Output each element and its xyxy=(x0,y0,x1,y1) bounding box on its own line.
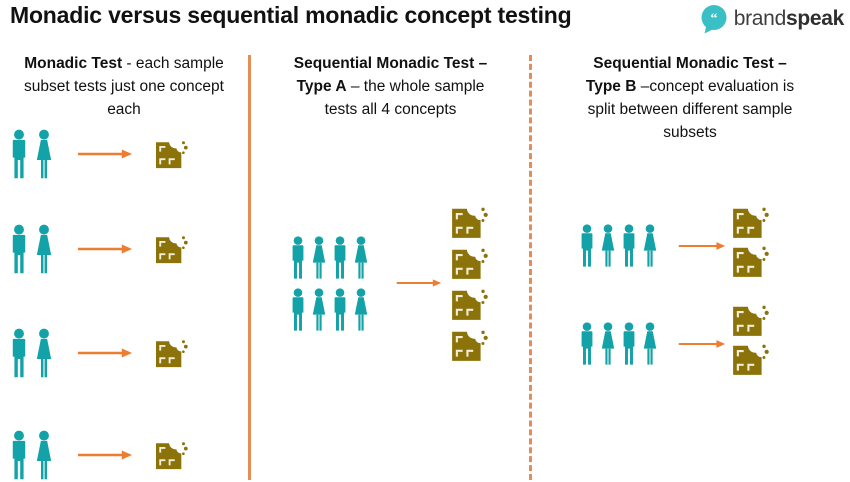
whole-sample-group xyxy=(288,236,371,331)
heading-bold: Sequential Monadic Test – Type A xyxy=(293,55,488,95)
concept-stack xyxy=(731,303,769,376)
chocolate-bar-bitten-icon xyxy=(451,288,488,321)
subset-group-1 xyxy=(577,224,660,267)
heading-rest: - each sample subset tests just one conc… xyxy=(24,55,224,118)
man-icon xyxy=(581,322,593,365)
woman-icon xyxy=(36,224,52,273)
man-icon xyxy=(12,328,26,377)
monadic-row-2 xyxy=(8,221,188,276)
arrow-right-icon xyxy=(76,242,133,255)
arrow-right-icon xyxy=(678,241,726,251)
quote-glyph: “ xyxy=(710,12,717,27)
heading-bold: Monadic Test xyxy=(24,55,123,72)
brandspeak-logo: “ brandspeak xyxy=(699,4,844,34)
woman-icon xyxy=(312,288,326,331)
man-icon xyxy=(292,236,304,279)
column-heading-sequential-type-a: Sequential Monadic Test – Type A – the w… xyxy=(253,52,528,121)
monadic-row-1 xyxy=(8,126,188,181)
arrow-right-icon xyxy=(678,339,726,349)
chocolate-bar-bitten-icon xyxy=(451,247,488,280)
man-icon xyxy=(334,288,346,331)
arrow-right-icon xyxy=(396,278,442,288)
monadic-row-3 xyxy=(8,325,188,380)
chocolate-bar-bitten-icon xyxy=(732,206,769,239)
arrow-right-icon xyxy=(76,147,133,160)
woman-icon xyxy=(312,236,326,279)
chocolate-bar-bitten-icon xyxy=(155,440,188,470)
woman-icon xyxy=(36,430,52,479)
chocolate-bar-bitten-icon xyxy=(451,329,488,362)
woman-icon xyxy=(601,322,615,365)
chocolate-bar-bitten-icon xyxy=(155,139,188,169)
arrow-right-icon xyxy=(76,448,133,461)
man-icon xyxy=(12,129,26,178)
quote-speech-bubble-icon: “ xyxy=(701,5,727,34)
man-icon xyxy=(12,430,26,479)
divider-solid xyxy=(248,55,251,480)
woman-icon xyxy=(643,322,657,365)
woman-icon xyxy=(643,224,657,267)
logo-brand-text: brand xyxy=(733,7,787,30)
logo-speak-text: speak xyxy=(785,7,844,30)
woman-icon xyxy=(36,129,52,178)
logo-wordmark: brandspeak xyxy=(733,7,845,31)
man-icon xyxy=(623,322,635,365)
concept-stack xyxy=(450,205,488,362)
people-row xyxy=(288,236,371,279)
concept-stack xyxy=(731,205,769,278)
page-title: Monadic versus sequential monadic concep… xyxy=(10,2,572,28)
heading-rest: –concept evaluation is split between dif… xyxy=(587,78,795,141)
woman-icon xyxy=(354,236,368,279)
woman-icon xyxy=(354,288,368,331)
people-row xyxy=(288,288,371,331)
arrow-right-icon xyxy=(76,346,133,359)
woman-icon xyxy=(601,224,615,267)
man-icon xyxy=(292,288,304,331)
monadic-row-4 xyxy=(8,427,188,482)
chocolate-bar-bitten-icon xyxy=(732,304,769,337)
woman-icon xyxy=(36,328,52,377)
man-icon xyxy=(12,224,26,273)
man-icon xyxy=(581,224,593,267)
sample-subset xyxy=(8,222,55,276)
man-icon xyxy=(334,236,346,279)
chocolate-bar-bitten-icon xyxy=(155,338,188,368)
sample-subset xyxy=(8,127,55,181)
column-heading-sequential-type-b: Sequential Monadic Test – Type B –concep… xyxy=(534,52,846,144)
chocolate-bar-bitten-icon xyxy=(732,245,769,278)
chocolate-bar-bitten-icon xyxy=(732,343,769,376)
column-heading-monadic: Monadic Test - each sample subset tests … xyxy=(0,52,248,121)
man-icon xyxy=(623,224,635,267)
chocolate-bar-bitten-icon xyxy=(155,234,188,264)
sample-subset xyxy=(8,428,55,482)
chocolate-bar-bitten-icon xyxy=(451,206,488,239)
subset-group-2 xyxy=(577,322,660,365)
divider-dashed xyxy=(529,55,532,480)
heading-bold: Sequential Monadic Test – Type B xyxy=(585,55,787,95)
heading-rest: – the whole sample tests all 4 concepts xyxy=(324,78,485,118)
sample-subset xyxy=(8,326,55,380)
